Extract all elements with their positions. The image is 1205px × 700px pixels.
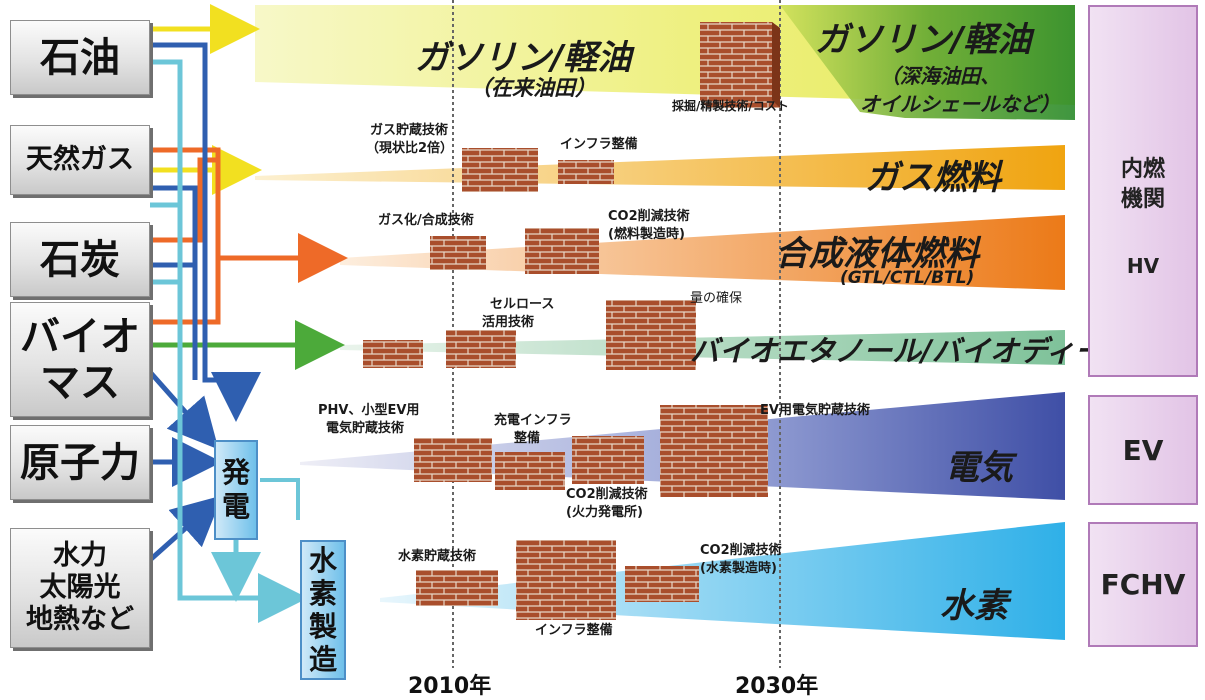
fuel-gas: ガス燃料 [865,158,1001,198]
brick-wall [700,22,780,108]
vehicle-panel-ev: EV [1088,395,1198,505]
brick-wall [446,330,516,368]
barrier-phv-label-1: PHV、小型EV用 [318,403,420,418]
source-renewables-label-3: 地熱など [26,604,134,635]
source-biomass-label-1: バイオ [20,313,140,360]
fuel-gasoline-unconventional-sub-2: オイルシェールなど） [860,92,1060,116]
process-hydrogen-char-3: 製 [308,610,337,643]
brick-wall [625,566,699,602]
barrier-h2-infra-label: インフラ整備 [535,623,613,638]
vehicle-ice-label-1: 内燃 [1120,157,1165,182]
barrier-co2-power-label-2: (火力発電所) [566,505,643,520]
brick-wall [495,452,565,490]
vehicle-ev-label: EV [1122,433,1164,467]
bio-band [340,330,1065,365]
barrier-gas-storage-label-2: （現状比2倍） [366,141,454,156]
fuel-gasoline-unconventional: ガソリン/軽油 [815,20,1032,60]
brick-wall [525,228,599,274]
barrier-infra-label: インフラ整備 [560,137,638,152]
barrier-gasify-label: ガス化/合成技術 [378,213,474,228]
vehicle-panel-fchv: FCHV [1088,522,1198,647]
source-gas: 天然ガス [10,125,150,195]
barrier-cellulose-label-1: セルロース [490,297,555,312]
fuel-synthetic: 合成液体燃料 [775,234,979,274]
gas-band [255,145,1065,190]
brick-wall [572,436,644,484]
brick-wall [558,160,614,184]
source-renewables: 水力 太陽光 地熱など [10,528,150,648]
year-2030: 2030年 [735,674,819,699]
source-nuclear-label: 原子力 [20,439,140,486]
fuel-gasoline-conventional: ガソリン/軽油 [415,38,632,78]
fuel-gasoline-unconventional-sub-1: （深海油田、 [880,64,1000,88]
fuel-hydrogen: 水素 [940,586,1008,626]
fuel-synthetic-sub: (GTL/CTL/BTL) [840,268,975,288]
source-gas-label: 天然ガス [26,144,134,175]
fuel-bio: バイオエタノール/バイオディーゼル [690,334,1162,368]
process-power: 発 電 [214,440,258,540]
brick-wall [363,340,423,368]
process-power-char-2: 電 [221,490,250,523]
brick-wall [414,438,492,482]
barrier-quantity-label: 量の確保 [690,291,743,306]
oil-band-future [780,5,1075,120]
vehicle-panel-ice: 内燃 機関 HV [1088,5,1198,377]
process-hydrogen-char-1: 水 [308,544,337,577]
barrier-ev-storage-label: EV用電気貯蔵技術 [760,403,870,418]
source-coal: 石炭 [10,222,150,297]
source-renewables-label-2: 太陽光 [39,572,121,603]
vehicle-fchv-label: FCHV [1100,568,1186,601]
barrier-co2-fuel-label-2: (燃料製造時) [608,227,685,242]
source-nuclear: 原子力 [10,425,150,500]
barrier-co2-fuel-label-1: CO2削減技術 [608,209,690,224]
synthetic-band [340,215,1065,290]
vehicle-hv-label: HV [1126,254,1160,278]
process-hydrogen-char-4: 造 [308,643,337,676]
barrier-co2-h2-label-2: (水素製造時) [700,561,777,576]
source-biomass: バイオ マス [10,302,150,417]
process-power-char-1: 発 [221,456,250,489]
source-oil-label: 石油 [40,34,120,81]
brick-wall [416,570,498,606]
barrier-phv-label-2: 電気貯蔵技術 [326,421,405,436]
barrier-charge-label-2: 整備 [514,431,541,446]
barrier-gas-storage-label-1: ガス貯蔵技術 [370,123,449,138]
process-hydrogen-char-2: 素 [308,577,337,610]
brick-wall [516,540,616,620]
fuel-electric: 電気 [945,448,1013,488]
year-2010: 2010年 [408,674,492,699]
barrier-cellulose-label-2: 活用技術 [482,315,535,330]
brick-wall [462,148,538,192]
barrier-co2-h2-label-1: CO2削減技術 [700,543,782,558]
vehicle-ice-label-2: 機関 [1120,187,1165,212]
barrier-co2-power-label-1: CO2削減技術 [566,487,648,502]
brick-wall [430,236,486,270]
source-oil: 石油 [10,20,150,95]
barrier-h2-storage-label: 水素貯蔵技術 [398,549,477,564]
brick-wall [606,300,696,370]
source-coal-label: 石炭 [40,236,120,283]
brick-wall [660,405,768,497]
barrier-mining-label: 採掘/精製技術/コスト [672,99,789,113]
source-renewables-label-1: 水力 [53,540,107,571]
source-biomass-label-2: マス [40,359,120,406]
barrier-charge-label-1: 充電インフラ [494,413,572,428]
process-hydrogen: 水 素 製 造 [300,540,346,680]
fuel-gasoline-conventional-sub: （在来油田） [470,76,596,100]
